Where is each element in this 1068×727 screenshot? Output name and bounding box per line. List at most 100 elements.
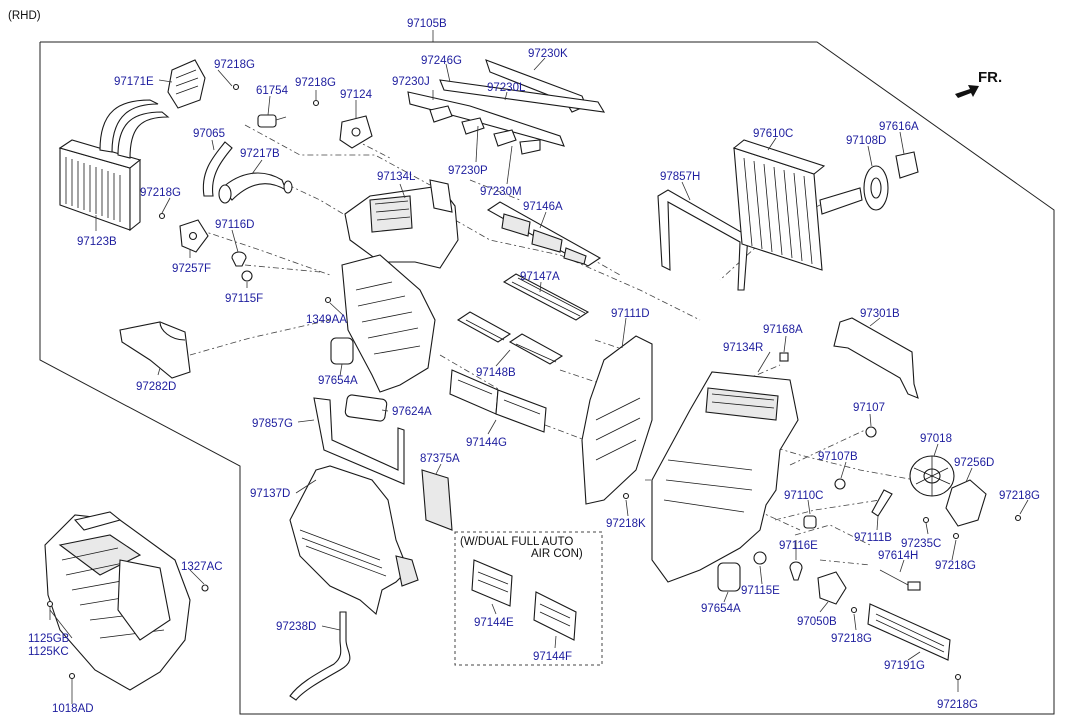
label-97065: 97065 [193, 128, 225, 140]
label-97301B: 97301B [860, 308, 900, 320]
bushing-97110C [803, 515, 817, 529]
label-1018AD: 1018AD [52, 703, 94, 715]
option-box-title-line1: (W/DUAL FULL AUTO [460, 536, 573, 548]
option-box-title-line2: AIR CON) [531, 548, 583, 560]
gasket-97654A-left [330, 337, 354, 365]
label-97238D: 97238D [276, 621, 316, 633]
hose-97065 [202, 141, 233, 197]
label-97115F: 97115F [225, 293, 263, 305]
label-97230K: 97230K [528, 48, 568, 60]
label-97218G: 97218G [295, 77, 336, 89]
front-direction-indicator: FR. [955, 69, 1002, 98]
label-97108D: 97108D [846, 135, 886, 147]
center-case-97111D [581, 335, 653, 505]
case-upper-left-97134L [344, 179, 459, 269]
label-97230P: 97230P [448, 165, 488, 177]
screw-icon [1014, 514, 1022, 522]
case-lower-97137D [289, 465, 419, 616]
seal-97857H [657, 189, 749, 291]
label-97218K: 97218K [606, 518, 646, 530]
label-97146A: 97146A [523, 201, 563, 213]
sensor-61754 [257, 114, 287, 128]
label-1125GB: 1125GB [28, 633, 70, 645]
label-97191G: 97191G [884, 660, 925, 672]
door-97144F [533, 591, 577, 641]
dual-auto-option-box [454, 531, 603, 666]
label-97217B: 97217B [240, 148, 280, 160]
clip-97116E [789, 561, 803, 581]
link-97111B [871, 489, 893, 517]
pipe-seal-97108D [819, 165, 889, 215]
heater-core [58, 99, 170, 232]
bolt-1125GB [46, 600, 54, 608]
gasket-97624A [344, 394, 388, 422]
label-97610C: 97610C [753, 128, 793, 140]
door-97144G [449, 369, 547, 433]
part-labels: 97171E 97218G 61754 97218G 97124 97065 9… [28, 48, 1040, 715]
label-97144F: 97144F [533, 651, 572, 663]
clip-97168A [779, 352, 789, 362]
label-97235C: 97235C [901, 538, 941, 550]
screw-icon [954, 673, 962, 681]
seal-97857G [313, 397, 405, 485]
door-97146A [486, 201, 602, 267]
label-97614H: 97614H [878, 550, 918, 562]
label-97111B: 97111B [854, 532, 892, 544]
screw-icon [622, 492, 630, 500]
label-97230L: 97230L [487, 82, 526, 94]
resistor-97256D [945, 479, 987, 527]
duct-97217B [218, 172, 293, 204]
label-97110C: 97110C [784, 490, 823, 502]
ptc-heater-97191G [867, 603, 951, 661]
label-97168A: 97168A [763, 324, 803, 336]
label-97116E: 97116E [779, 540, 818, 552]
label-97144E: 97144E [474, 617, 514, 629]
actuator-97257F [179, 219, 209, 253]
gasket-97654A-right [717, 562, 741, 592]
label-97137D: 97137D [250, 488, 290, 500]
leader-lines [49, 57, 1029, 704]
label-97144G: 97144G [466, 437, 507, 449]
case-right-97134R [651, 371, 799, 583]
label-97107: 97107 [853, 402, 885, 414]
variant-label: (RHD) [8, 10, 41, 22]
screw-icon [232, 83, 240, 91]
label-97124: 97124 [340, 89, 373, 101]
door-97144E [471, 559, 513, 607]
label-97218G: 97218G [935, 560, 976, 572]
label-97256D: 97256D [954, 457, 994, 469]
label-1327AC: 1327AC [181, 561, 223, 573]
screw-icon [158, 212, 166, 220]
case-lower-left [341, 254, 436, 393]
door-97147A [502, 273, 590, 321]
label-97230J: 97230J [392, 76, 430, 88]
foot-duct-97282D [119, 321, 191, 379]
cap-97616A [895, 151, 919, 179]
label-97857H: 97857H [660, 171, 700, 183]
actuator-97050B [817, 571, 847, 605]
ring-97115E [753, 551, 767, 565]
label-97257F: 97257F [172, 263, 211, 275]
evaporator-97610C [732, 139, 826, 271]
screw-icon [850, 606, 858, 614]
bolt-1018AD [68, 672, 76, 680]
label-97654A: 97654A [701, 603, 741, 615]
door-97148B [456, 311, 564, 365]
label-97115E: 97115E [741, 585, 780, 597]
screw-icon [952, 532, 960, 540]
actuator-97124 [339, 115, 373, 149]
filter-seals [407, 59, 606, 155]
front-direction-label: FR. [978, 69, 1002, 86]
label-97857G: 97857G [252, 418, 293, 430]
label-97230M: 97230M [480, 186, 522, 198]
label-97147A: 97147A [520, 271, 560, 283]
grommet-97107 [865, 426, 877, 438]
label-97282D: 97282D [136, 381, 176, 393]
label-97218G: 97218G [831, 633, 872, 645]
label-97107B: 97107B [818, 451, 858, 463]
label-97654A: 97654A [318, 375, 358, 387]
label-97246G: 97246G [421, 55, 462, 67]
actuator-top-left [167, 59, 206, 109]
drain-hose-97238D [289, 611, 351, 701]
